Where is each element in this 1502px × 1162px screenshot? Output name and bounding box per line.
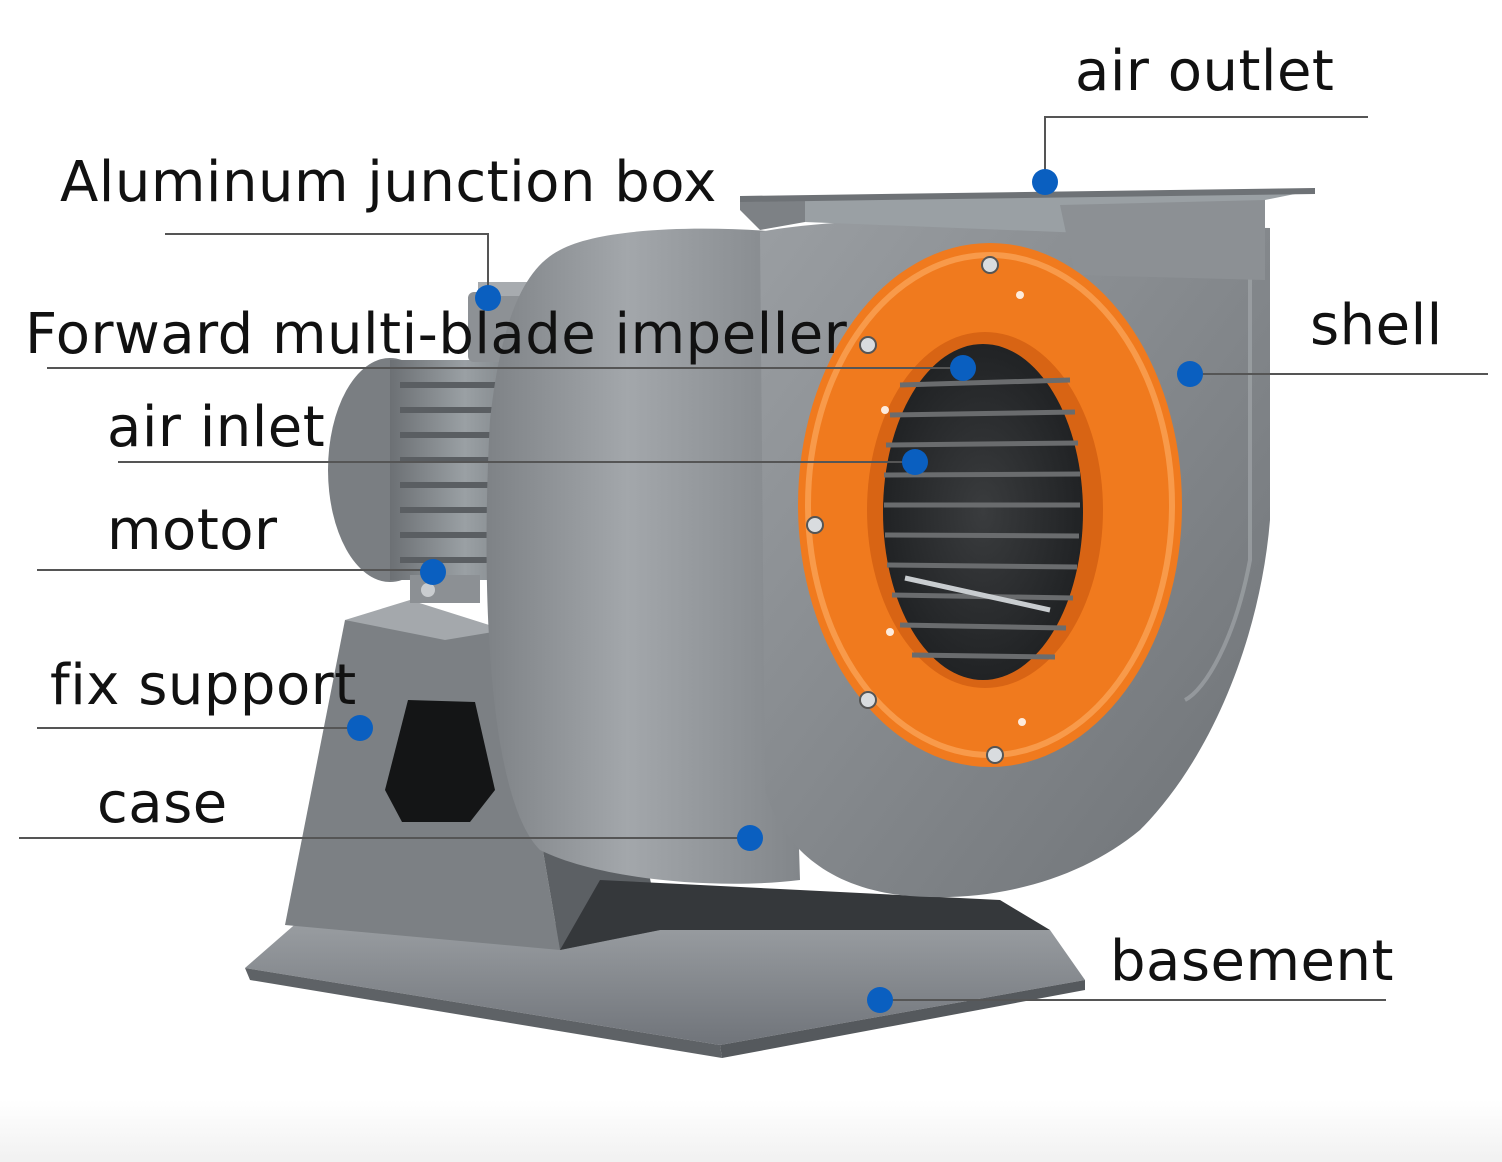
marker-air-outlet bbox=[1032, 169, 1058, 195]
leader-line-air-outlet bbox=[1044, 116, 1368, 182]
marker-junction-box bbox=[475, 285, 501, 311]
label-aluminum-junction-box: Aluminum junction box bbox=[60, 150, 717, 215]
label-forward-multi-blade-impeller: Forward multi-blade impeller bbox=[25, 302, 848, 367]
marker-shell bbox=[1177, 361, 1203, 387]
basement-plate bbox=[245, 920, 1085, 1058]
background-fade bbox=[0, 1100, 1502, 1162]
label-basement: basement bbox=[1110, 929, 1394, 994]
label-shell: shell bbox=[1310, 293, 1443, 358]
marker-impeller bbox=[950, 355, 976, 381]
label-case: case bbox=[97, 771, 228, 836]
marker-air-inlet bbox=[902, 449, 928, 475]
marker-basement bbox=[867, 987, 893, 1013]
marker-fix-support bbox=[347, 715, 373, 741]
leader-line-junction-box bbox=[165, 233, 489, 298]
marker-motor bbox=[420, 559, 446, 585]
marker-case bbox=[737, 825, 763, 851]
air-outlet-flange bbox=[740, 188, 1315, 280]
label-air-outlet: air outlet bbox=[1075, 39, 1335, 104]
label-air-inlet: air inlet bbox=[107, 395, 326, 460]
label-motor: motor bbox=[107, 498, 278, 563]
inlet-flange bbox=[798, 243, 1182, 767]
label-fix-support: fix support bbox=[50, 653, 357, 718]
fan-case bbox=[486, 228, 800, 884]
markers bbox=[347, 169, 1203, 1013]
